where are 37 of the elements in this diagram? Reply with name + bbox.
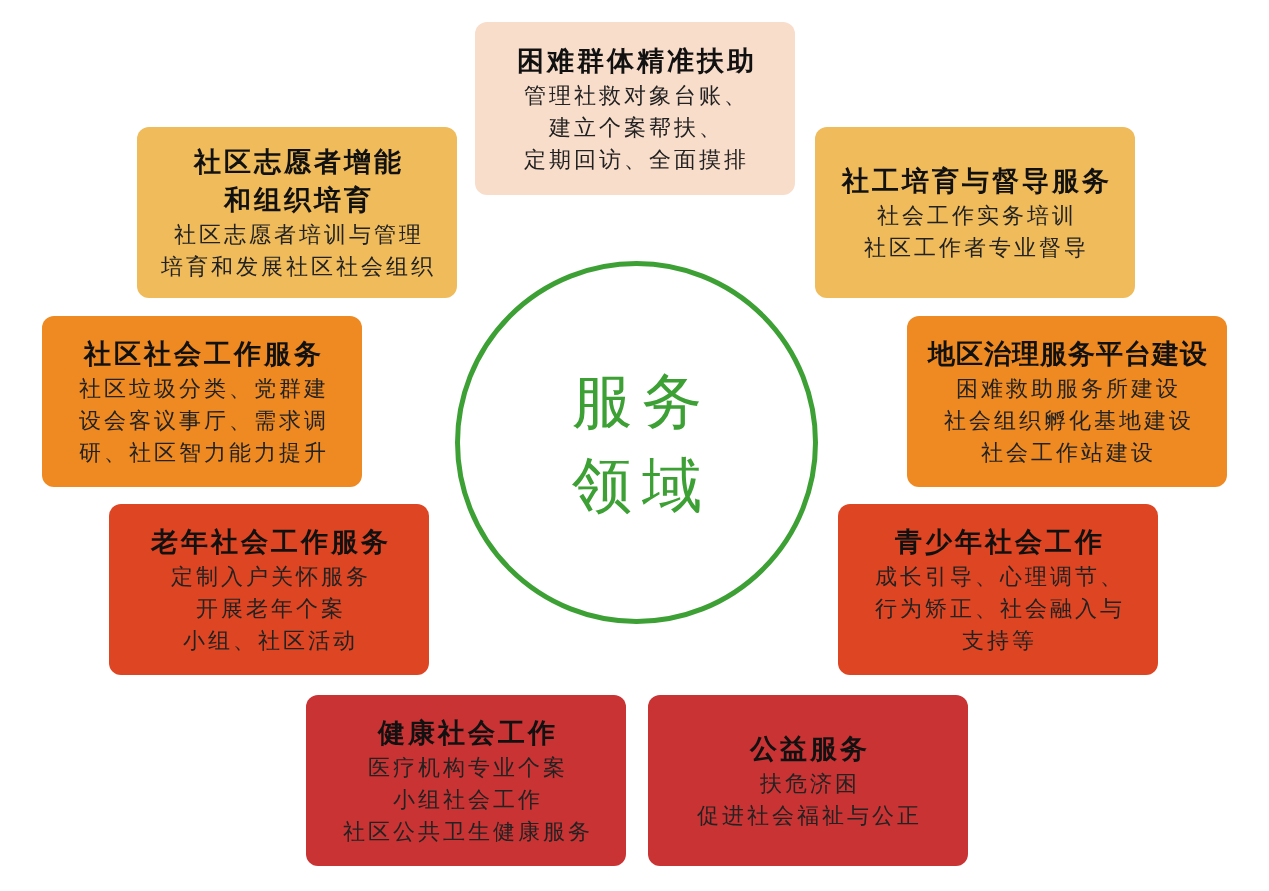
card-text: 社会组织孵化基地建设 bbox=[942, 406, 1194, 435]
service-card bbox=[42, 316, 362, 487]
service-card bbox=[907, 316, 1227, 487]
service-card bbox=[475, 22, 795, 195]
card-text: 成长引导、心理调节、行为矫正、社会融入与支持等 bbox=[873, 562, 1126, 655]
card-text: 社区志愿者培训与管理 bbox=[172, 220, 424, 249]
card-text: 小组、社区活动 bbox=[182, 626, 358, 655]
card-heading: 公益服务 bbox=[748, 731, 870, 766]
card-heading: 社工培育与督导服务 bbox=[840, 163, 1112, 198]
card-heading: 老年社会工作服务 bbox=[149, 524, 391, 559]
card-heading: 困难群体精准扶助 bbox=[515, 43, 757, 78]
card-text: 促进社会福祉与公正 bbox=[696, 801, 922, 830]
card-heading: 青少年社会工作 bbox=[893, 524, 1105, 559]
card-text: 社区公共卫生健康服务 bbox=[341, 817, 593, 846]
service-card bbox=[648, 695, 968, 866]
card-heading: 社区志愿者增能和组织培育 bbox=[192, 144, 405, 217]
card-text: 培育和发展社区社会组织 bbox=[160, 252, 436, 281]
service-card bbox=[815, 127, 1135, 298]
card-heading: 地区治理服务平台建设 bbox=[926, 336, 1208, 371]
service-card bbox=[306, 695, 626, 866]
service-card bbox=[137, 127, 457, 298]
service-card bbox=[109, 504, 429, 675]
card-text: 小组社会工作 bbox=[391, 785, 543, 814]
card-text: 困难救助服务所建设 bbox=[955, 374, 1181, 403]
card-text: 开展老年个案 bbox=[194, 594, 346, 623]
card-text: 社区工作者专业督导 bbox=[863, 233, 1089, 262]
card-text: 社区垃圾分类、党群建设会客议事厅、需求调研、社区智力能力提升 bbox=[77, 374, 330, 467]
card-text: 管理社救对象台账、建立个案帮扶、定期回访、全面摸排 bbox=[523, 81, 750, 174]
card-text: 医疗机构专业个案 bbox=[366, 753, 568, 782]
card-text: 社会工作站建设 bbox=[980, 438, 1156, 467]
card-text: 社会工作实务培训 bbox=[875, 201, 1077, 230]
center-title: 服务领域 bbox=[570, 364, 713, 522]
card-heading: 社区社会工作服务 bbox=[82, 336, 324, 371]
service-card bbox=[838, 504, 1158, 675]
card-text: 扶危济困 bbox=[758, 769, 860, 798]
card-text: 定制入户关怀服务 bbox=[169, 562, 371, 591]
card-heading: 健康社会工作 bbox=[376, 715, 558, 750]
